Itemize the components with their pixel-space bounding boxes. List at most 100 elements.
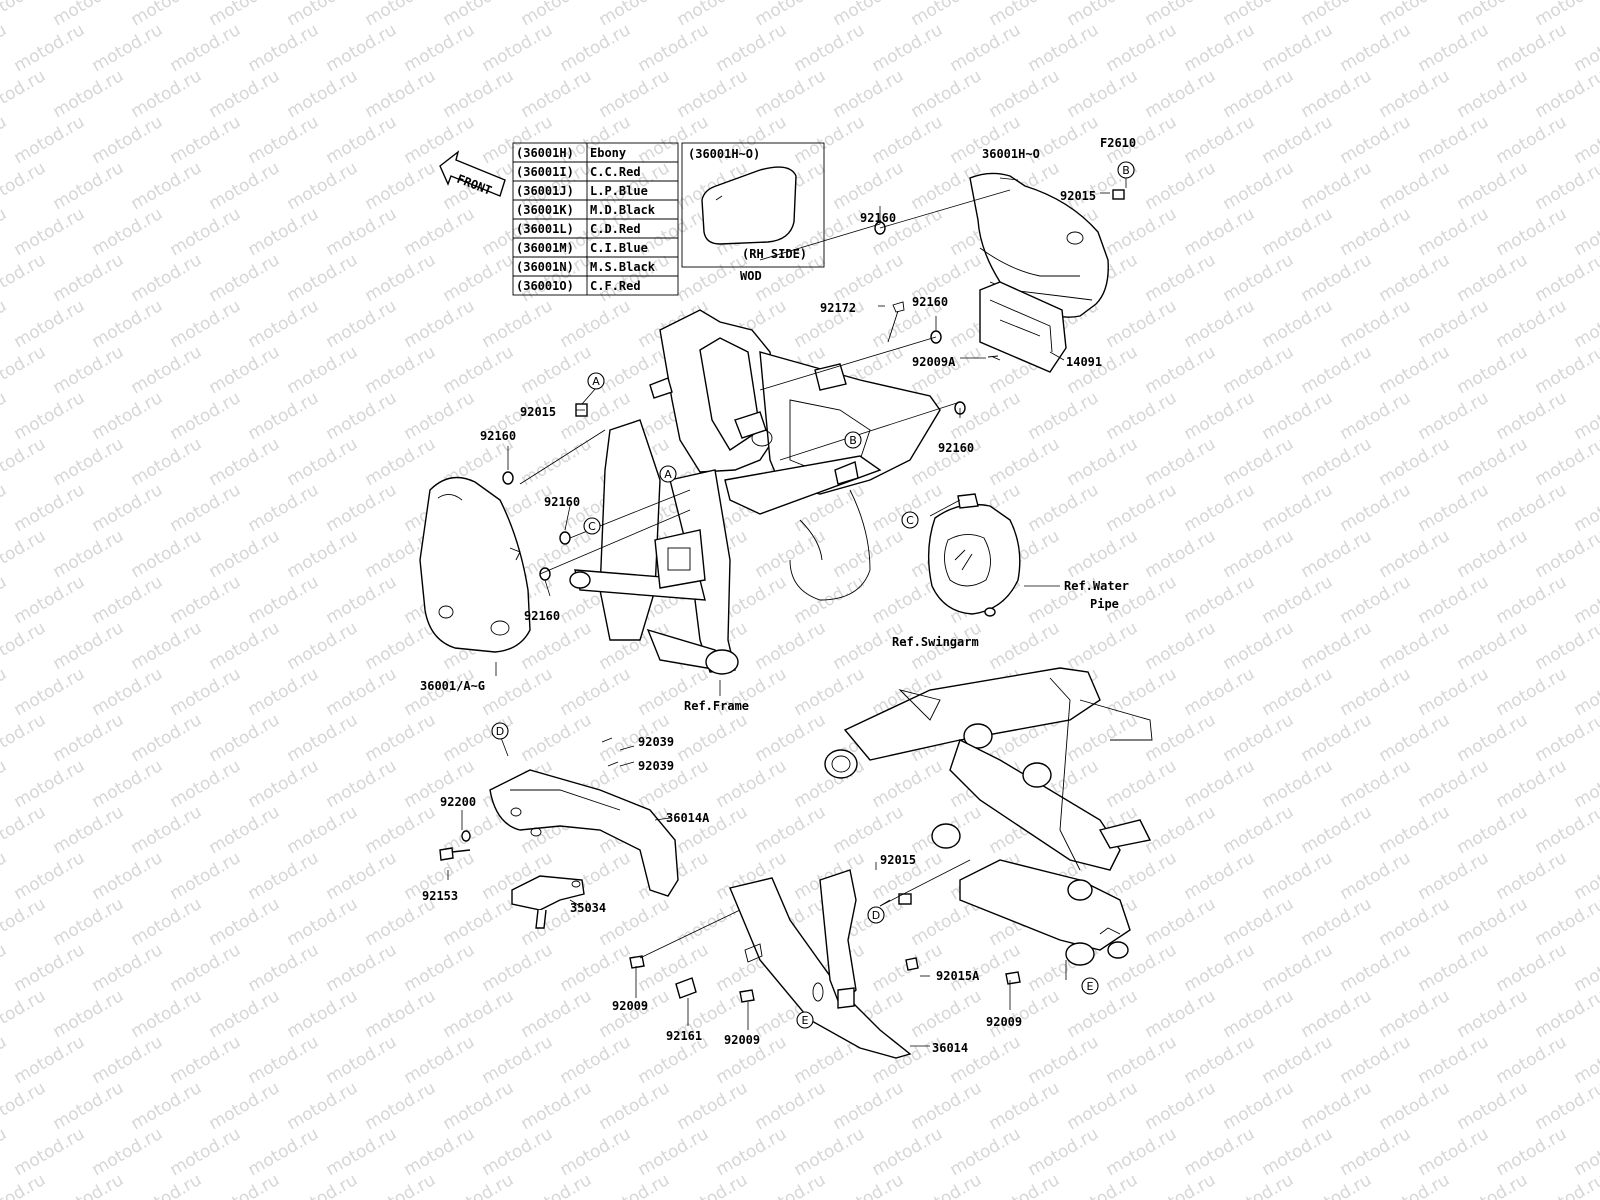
label-92009-a: 92009 xyxy=(612,999,648,1013)
watermark-text: motod.ru xyxy=(791,1124,869,1180)
watermark-text: motod.ru xyxy=(1532,250,1600,306)
watermark-text: motod.ru xyxy=(1493,664,1571,720)
watermark-text: motod.ru xyxy=(89,1124,167,1180)
watermark-text: motod.ru xyxy=(401,112,479,168)
watermark-text: motod.ru xyxy=(1376,618,1454,674)
watermark-text: motod.ru xyxy=(1493,388,1571,444)
watermark-text: motod.ru xyxy=(128,618,206,674)
watermark-text: motod.ru xyxy=(11,1032,89,1088)
watermark-text: motod.ru xyxy=(128,526,206,582)
watermark-text: motod.ru xyxy=(11,388,89,444)
watermark-text: motod.ru xyxy=(245,1124,323,1180)
watermark-text: motod.ru xyxy=(1415,204,1493,260)
watermark-text: motod.ru xyxy=(11,296,89,352)
watermark-text: motod.ru xyxy=(1454,710,1532,766)
watermark-text: motod.ru xyxy=(167,112,245,168)
watermark-text: motod.ru xyxy=(1142,434,1220,490)
watermark-text: motod.ru xyxy=(89,756,167,812)
label-36001-a-g: 36001/A~G xyxy=(420,679,485,693)
watermark-text: motod.ru xyxy=(1064,1078,1142,1134)
watermark-text: motod.ru xyxy=(128,342,206,398)
watermark-text: motod.ru xyxy=(50,158,128,214)
watermark-text: motod.ru xyxy=(1142,342,1220,398)
callout-a-top xyxy=(587,372,605,390)
watermark-text: motod.ru xyxy=(1415,572,1493,628)
watermark-text: motod.ru xyxy=(284,802,362,858)
watermark-text: motod.ru xyxy=(284,158,362,214)
watermark-text: motod.ru xyxy=(245,296,323,352)
watermark-text: motod.ru xyxy=(89,664,167,720)
watermark-text: motod.ru xyxy=(1181,296,1259,352)
watermark-text: motod.ru xyxy=(323,480,401,536)
watermark-text: motod.ru xyxy=(1454,1170,1532,1200)
watermark-text: motod.ru xyxy=(908,1170,986,1200)
watermark-text: motod.ru xyxy=(245,572,323,628)
watermark-text: motod.ru xyxy=(908,0,986,30)
watermark-text: motod.ru xyxy=(1259,572,1337,628)
watermark-text: motod.ru xyxy=(1532,66,1600,122)
watermark-text: motod.ru xyxy=(440,986,518,1042)
watermark-text: motod.ru xyxy=(752,618,830,674)
swingarm xyxy=(824,667,1153,966)
watermark-text: motod.ru xyxy=(518,66,596,122)
watermark-text: motod.ru xyxy=(323,940,401,996)
watermark-text: motod.ru xyxy=(908,986,986,1042)
table-color-6: M.S.Black xyxy=(590,260,656,274)
watermark-text: motod.ru xyxy=(1337,20,1415,76)
watermark-text: motod.ru xyxy=(752,526,830,582)
watermark-text: motod.ru xyxy=(206,1078,284,1134)
watermark-text: motod.ru xyxy=(1220,986,1298,1042)
watermark-text: motod.ru xyxy=(284,618,362,674)
watermark-text: motod.ru xyxy=(362,1078,440,1134)
watermark-text: motod.ru xyxy=(0,480,10,536)
watermark-text: motod.ru xyxy=(1220,434,1298,490)
watermark-text: motod.ru xyxy=(401,296,479,352)
watermark-text: motod.ru xyxy=(11,756,89,812)
callout-a-frame xyxy=(659,465,677,483)
watermark-text: motod.ru xyxy=(1337,204,1415,260)
table-color-1: C.C.Red xyxy=(590,165,641,179)
watermark-text: motod.ru xyxy=(596,1170,674,1200)
watermark-text: motod.ru xyxy=(479,296,557,352)
watermark-text: motod.ru xyxy=(1064,986,1142,1042)
watermark-text: motod.ru xyxy=(1415,388,1493,444)
watermark-text: motod.ru xyxy=(830,1170,908,1200)
watermark-text: motod.ru xyxy=(1415,756,1493,812)
label-ref-swingarm: Ref.Swingarm xyxy=(892,635,979,649)
watermark-text: motod.ru xyxy=(1298,986,1376,1042)
watermark-text: motod.ru xyxy=(1259,296,1337,352)
watermark-text: motod.ru xyxy=(50,434,128,490)
watermark-text: motod.ru xyxy=(0,756,10,812)
watermark-text: motod.ru xyxy=(1298,66,1376,122)
watermark-text: motod.ru xyxy=(596,66,674,122)
watermark-text: motod.ru xyxy=(50,0,128,30)
watermark-text: motod.ru xyxy=(1259,1124,1337,1180)
watermark-text: motod.ru xyxy=(128,158,206,214)
watermark-text: motod.ru xyxy=(869,1124,947,1180)
watermark-text: motod.ru xyxy=(1337,480,1415,536)
watermark-text: motod.ru xyxy=(50,66,128,122)
watermark-text: motod.ru xyxy=(674,66,752,122)
watermark-text: motod.ru xyxy=(1532,1170,1600,1200)
watermark-text: motod.ru xyxy=(1142,618,1220,674)
watermark-text: motod.ru xyxy=(1298,710,1376,766)
watermark-text: motod.ru xyxy=(89,388,167,444)
watermark-text: motod.ru xyxy=(752,710,830,766)
watermark-text: motod.ru xyxy=(128,802,206,858)
watermark-text: motod.ru xyxy=(401,940,479,996)
watermark-text: motod.ru xyxy=(1220,618,1298,674)
watermark-text: motod.ru xyxy=(0,940,10,996)
watermark-text: motod.ru xyxy=(986,1170,1064,1200)
label-92160-e: 92160 xyxy=(544,495,580,509)
watermark-text: motod.ru xyxy=(1493,1124,1571,1180)
watermark-text: motod.ru xyxy=(674,0,752,30)
watermark-text: motod.ru xyxy=(1259,940,1337,996)
watermark-text: motod.ru xyxy=(557,1032,635,1088)
watermark-text: motod.ru xyxy=(869,756,947,812)
watermark-text: motod.ru xyxy=(1142,0,1220,30)
figure-code: F2610 xyxy=(1100,136,1136,150)
watermark-text: motod.ru xyxy=(206,434,284,490)
watermark-text: motod.ru xyxy=(1142,894,1220,950)
watermark-text: motod.ru xyxy=(1220,250,1298,306)
